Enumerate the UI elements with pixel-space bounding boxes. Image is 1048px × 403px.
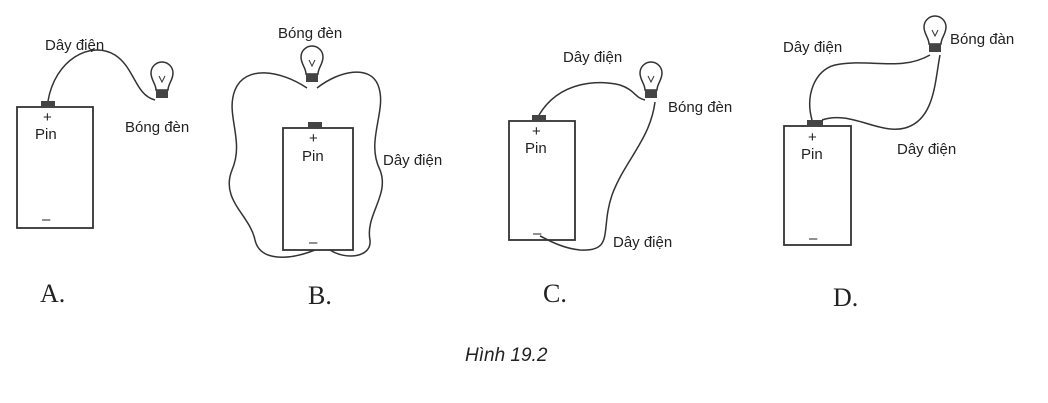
minus-sign: – xyxy=(533,225,542,242)
panel-letter: B. xyxy=(308,281,332,310)
wire-label: Dây điện xyxy=(897,141,956,158)
panel-letter: C. xyxy=(543,279,567,308)
wire-label: Dây điện xyxy=(563,49,622,66)
panel-b: + Pin – Bóng đèn Dây điện B. xyxy=(228,25,442,310)
wire xyxy=(809,54,931,121)
bulb xyxy=(639,61,663,99)
minus-sign: – xyxy=(809,230,818,247)
plus-sign: + xyxy=(808,129,817,146)
bulb-label: Bóng đèn xyxy=(125,119,189,136)
wire xyxy=(228,72,316,258)
wire-label: Dây điện xyxy=(45,37,104,54)
plus-sign: + xyxy=(309,130,318,147)
battery-terminal xyxy=(807,120,823,126)
battery xyxy=(508,120,576,241)
panel-letter: D. xyxy=(833,283,858,312)
battery xyxy=(16,106,94,229)
plus-sign: + xyxy=(43,109,52,126)
bulb-label: Bóng đàn xyxy=(950,31,1014,48)
bulb xyxy=(150,61,174,99)
battery-terminal xyxy=(532,115,546,121)
wire-label: Dây điện xyxy=(783,39,842,56)
battery-terminal xyxy=(41,101,55,107)
wire xyxy=(539,101,656,251)
minus-sign: – xyxy=(309,234,318,251)
bulb xyxy=(923,15,947,53)
bulb-label: Bóng đèn xyxy=(278,25,342,42)
panel-c: + Pin – Dây điện Bóng đèn Dây điện C. xyxy=(508,49,732,308)
battery xyxy=(282,127,354,251)
battery-label: Pin xyxy=(35,126,57,143)
battery-label: Pin xyxy=(801,146,823,163)
wire-label: Dây điện xyxy=(383,152,442,169)
minus-sign: – xyxy=(42,211,51,228)
battery-label: Pin xyxy=(302,148,324,165)
panel-a: + Pin – Dây điện Bóng đèn A. xyxy=(16,37,189,308)
panel-letter: A. xyxy=(40,279,65,308)
battery xyxy=(783,125,852,246)
wire xyxy=(538,81,646,116)
battery-terminal xyxy=(308,122,322,128)
battery-label: Pin xyxy=(525,140,547,157)
wire xyxy=(821,54,941,130)
bulb-label: Bóng đèn xyxy=(668,99,732,116)
panel-d: + Pin – Dây điện Bóng đàn Dây điện D. xyxy=(783,15,1014,312)
wire xyxy=(316,71,384,257)
figure-caption: Hình 19.2 xyxy=(465,345,548,366)
bulb xyxy=(300,45,324,83)
plus-sign: + xyxy=(532,123,541,140)
wire xyxy=(47,49,156,102)
wire-label: Dây điện xyxy=(613,234,672,251)
